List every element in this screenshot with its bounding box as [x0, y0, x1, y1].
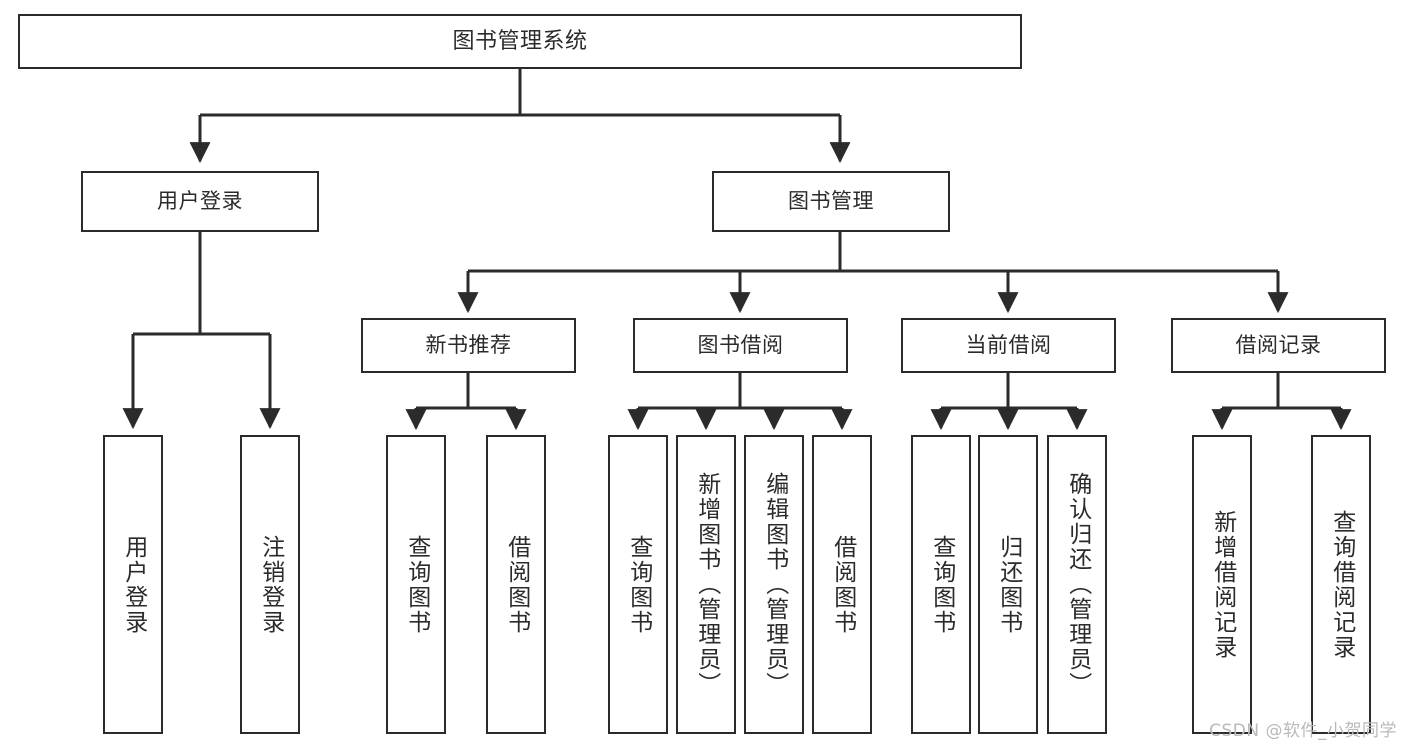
leaf-user-login[interactable]: 用户登录: [103, 435, 163, 734]
node-label: 用户登录: [157, 189, 243, 214]
node-label: 新增图书（管理员）: [693, 472, 720, 697]
node-user-login[interactable]: 用户登录: [81, 171, 319, 232]
leaf-query-borrow-record[interactable]: 查询借阅记录: [1311, 435, 1371, 734]
leaf-query-book-recommend[interactable]: 查询图书: [386, 435, 446, 734]
node-label: 归还图书: [995, 534, 1022, 635]
watermark-text: CSDN @软件_小贺同学: [1209, 721, 1397, 741]
node-label: 当前借阅: [965, 333, 1052, 358]
node-root-book-management-system[interactable]: 图书管理系统: [18, 14, 1022, 69]
leaf-return-book[interactable]: 归还图书: [978, 435, 1038, 734]
node-label: 注销登录: [257, 534, 284, 635]
node-label: 新书推荐: [425, 333, 512, 358]
node-label: 查询图书: [928, 534, 955, 635]
leaf-query-book-borrow[interactable]: 查询图书: [608, 435, 668, 734]
leaf-add-book-admin[interactable]: 新增图书（管理员）: [676, 435, 736, 734]
node-label: 用户登录: [120, 534, 147, 635]
node-label: 图书管理系统: [452, 28, 588, 54]
leaf-add-borrow-record[interactable]: 新增借阅记录: [1192, 435, 1252, 734]
leaf-edit-book-admin[interactable]: 编辑图书（管理员）: [744, 435, 804, 734]
leaf-confirm-return-admin[interactable]: 确认归还（管理员）: [1047, 435, 1107, 734]
node-label: 编辑图书（管理员）: [761, 472, 788, 697]
node-label: 查询借阅记录: [1328, 509, 1355, 660]
node-book-borrow[interactable]: 图书借阅: [633, 318, 848, 373]
node-label: 借阅图书: [829, 534, 856, 635]
leaf-borrow-book[interactable]: 借阅图书: [812, 435, 872, 734]
leaf-logout[interactable]: 注销登录: [240, 435, 300, 734]
leaf-borrow-book-recommend[interactable]: 借阅图书: [486, 435, 546, 734]
leaf-query-book-current[interactable]: 查询图书: [911, 435, 971, 734]
node-label: 新增借阅记录: [1209, 509, 1236, 660]
node-borrow-record[interactable]: 借阅记录: [1171, 318, 1386, 373]
node-new-book-recommend[interactable]: 新书推荐: [361, 318, 576, 373]
node-label: 确认归还（管理员）: [1064, 472, 1091, 697]
node-book-management[interactable]: 图书管理: [712, 171, 950, 232]
node-label: 图书管理: [788, 189, 874, 214]
node-current-borrow[interactable]: 当前借阅: [901, 318, 1116, 373]
node-label: 借阅记录: [1235, 333, 1322, 358]
node-label: 借阅图书: [503, 534, 530, 635]
node-label: 图书借阅: [697, 333, 784, 358]
node-label: 查询图书: [403, 534, 430, 635]
node-label: 查询图书: [625, 534, 652, 635]
